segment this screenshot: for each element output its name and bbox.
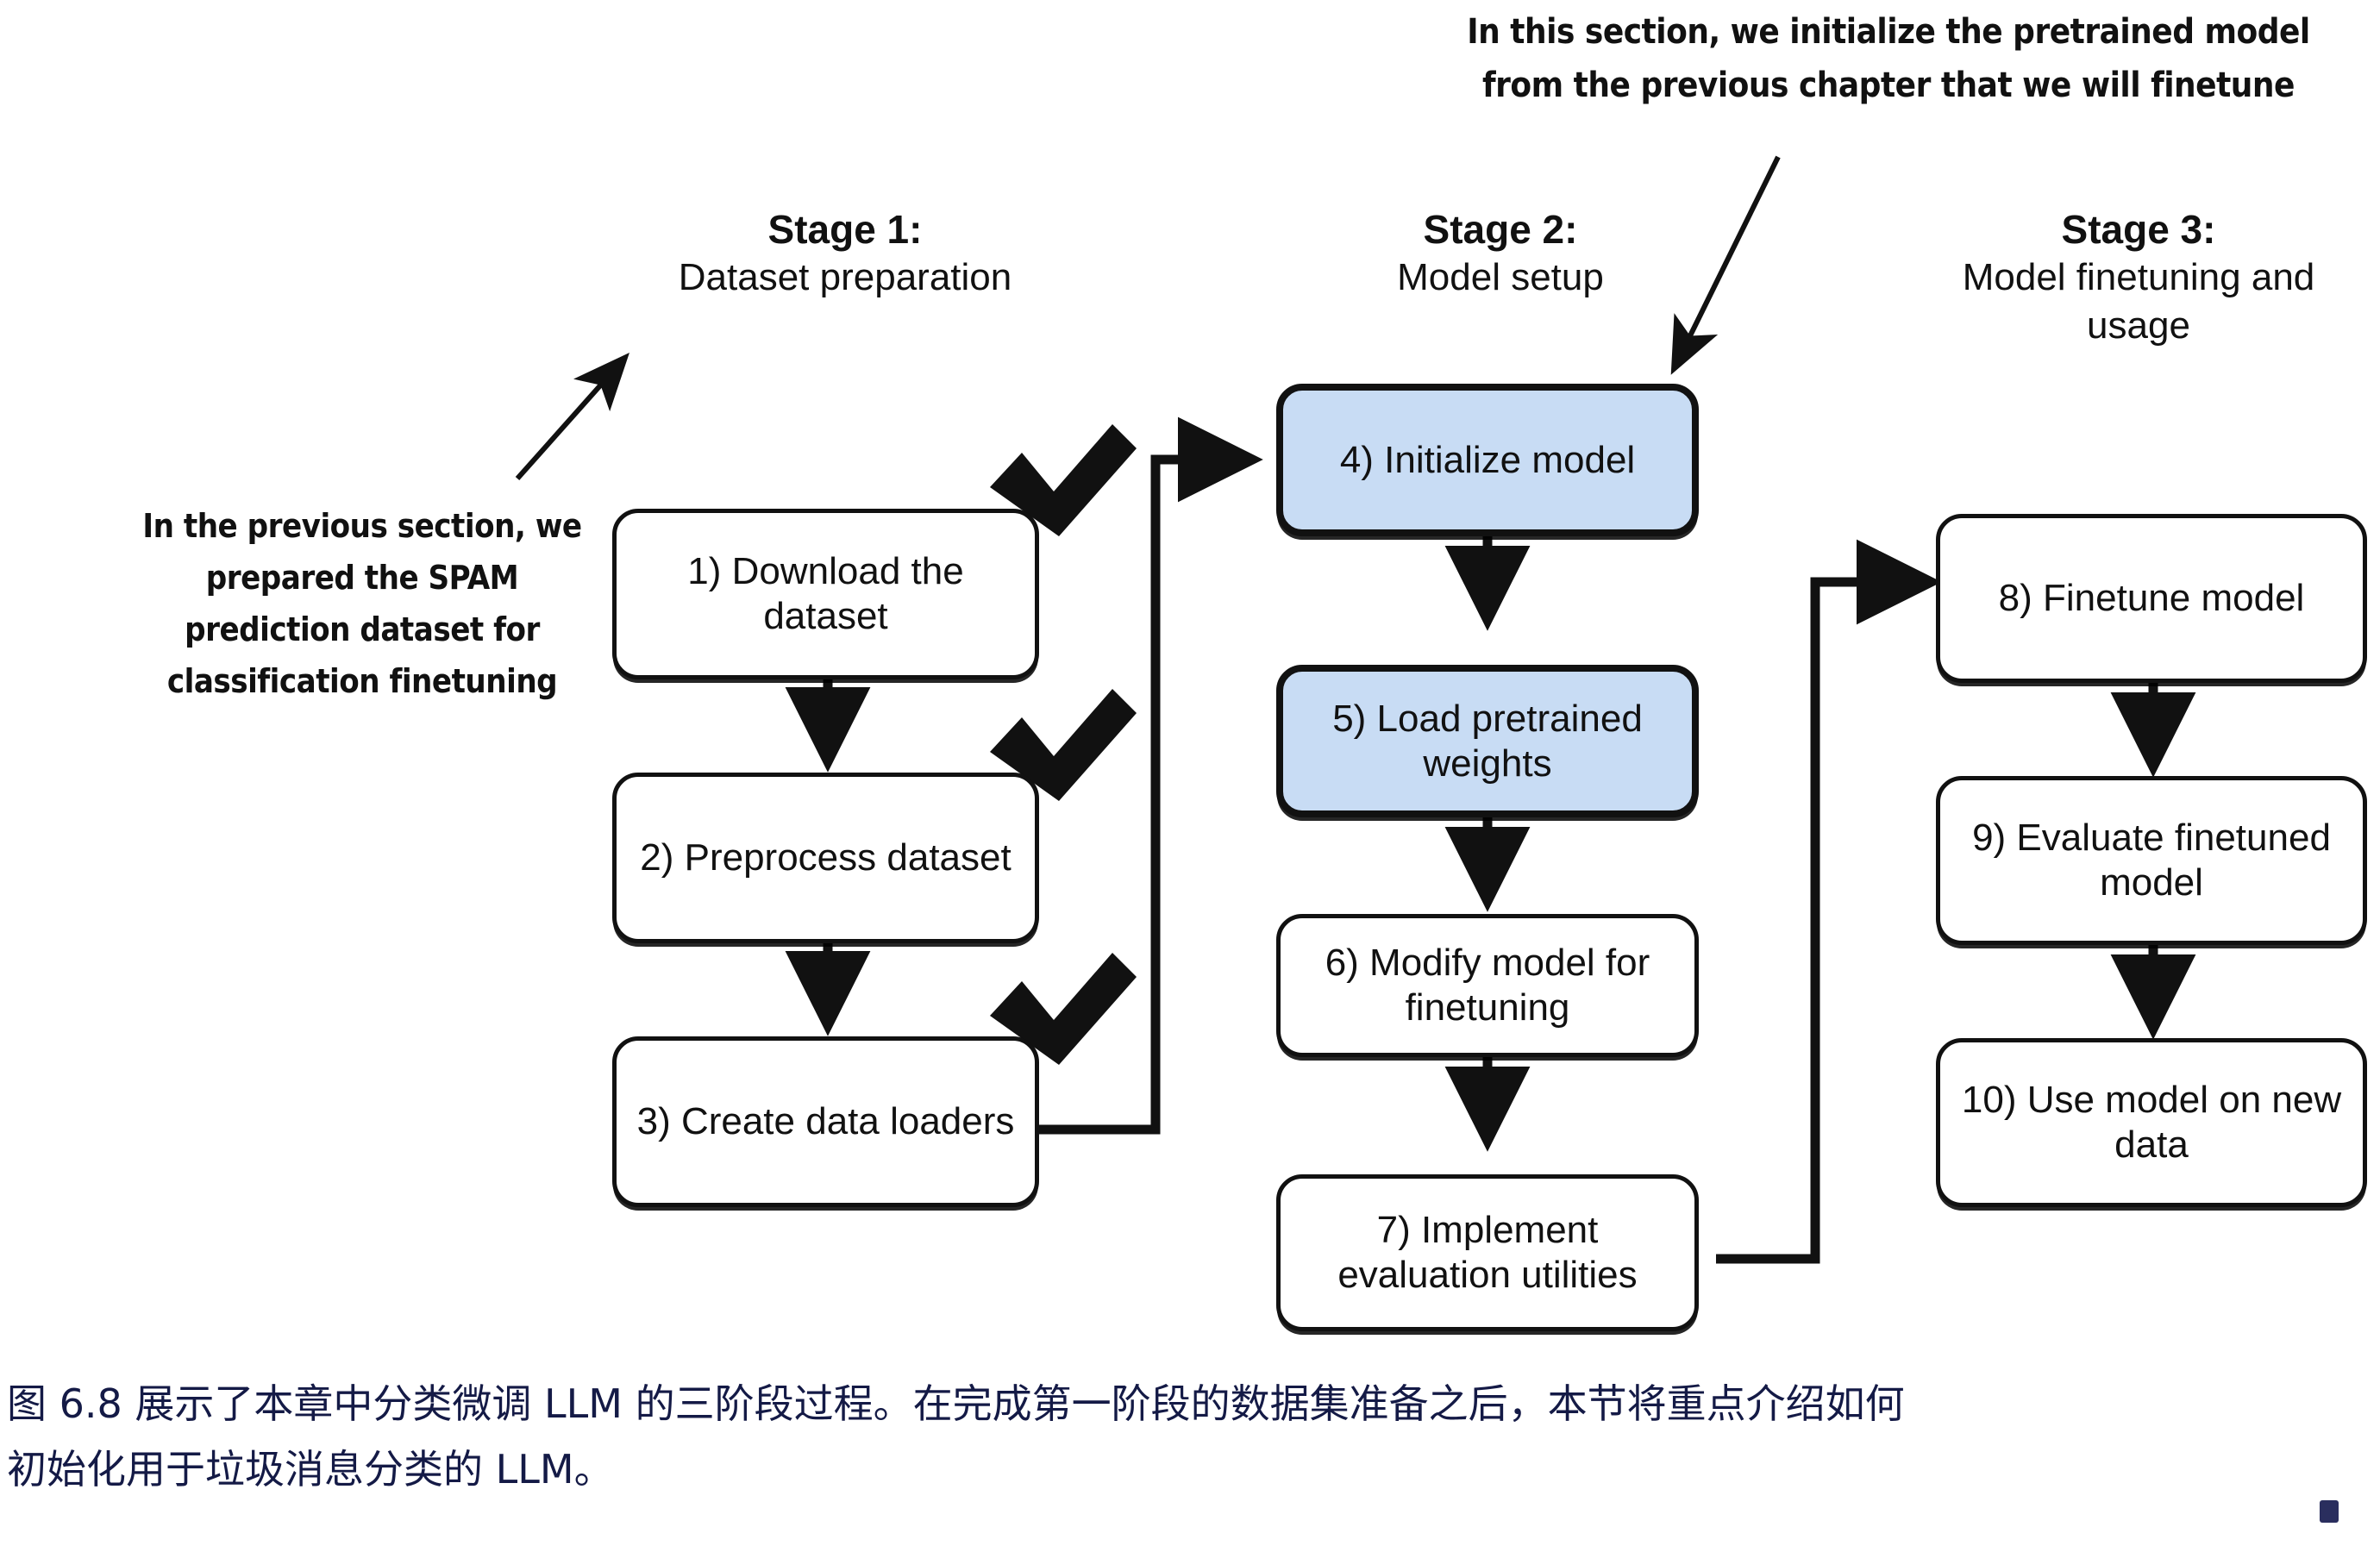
step-box-4-initialize-model[interactable]: 4) Initialize model bbox=[1276, 384, 1699, 536]
step-box-3-create-data-loaders[interactable]: 3) Create data loaders bbox=[612, 1036, 1039, 1207]
stage-3-label: Stage 3: bbox=[2061, 207, 2216, 252]
text-cursor-dot bbox=[2320, 1500, 2339, 1523]
step-box-6-modify-model[interactable]: 6) Modify model for finetuning bbox=[1276, 914, 1699, 1057]
stage-1-subtitle: Dataset preparation bbox=[678, 256, 1012, 298]
annotation-top-note: In this section, we initialize the pretr… bbox=[1467, 12, 2310, 105]
step-box-10-use-model-on-new-data[interactable]: 10) Use model on new data bbox=[1936, 1038, 2367, 1207]
step-box-9-evaluate-finetuned-model[interactable]: 9) Evaluate finetuned model bbox=[1936, 776, 2367, 945]
connector-stage2-stage3 bbox=[1716, 539, 1942, 1264]
step-box-7-evaluation-utilities[interactable]: 7) Implement evaluation utilities bbox=[1276, 1174, 1699, 1331]
annotation-left-note: In the previous section, we prepared the… bbox=[142, 507, 582, 700]
step-box-2-preprocess-dataset[interactable]: 2) Preprocess dataset bbox=[612, 773, 1039, 943]
step-box-5-load-pretrained-weights[interactable]: 5) Load pretrained weights bbox=[1276, 665, 1699, 817]
stage-2-heading: Stage 2: Model setup bbox=[1276, 205, 1725, 302]
stage-2-label: Stage 2: bbox=[1423, 207, 1578, 252]
step-box-1-download-dataset[interactable]: 1) Download the dataset bbox=[612, 509, 1039, 679]
caption-line-2: 初始化用于垃圾消息分类的 LLM。 bbox=[7, 1446, 614, 1493]
stage-1-heading: Stage 1: Dataset preparation bbox=[604, 205, 1087, 302]
connector-stage1-stage2 bbox=[1039, 416, 1263, 1135]
stage-2-subtitle: Model setup bbox=[1397, 256, 1604, 298]
annotation-arrow-top bbox=[1670, 155, 1781, 375]
annotation-arrow-left bbox=[515, 353, 629, 480]
stage-3-heading: Stage 3: Model finetuning and usage bbox=[1906, 205, 2371, 350]
step-box-8-finetune-model[interactable]: 8) Finetune model bbox=[1936, 514, 2367, 683]
check-icon-step2 bbox=[990, 689, 1137, 801]
figure-caption: 图 6.8 展示了本章中分类微调 LLM 的三阶段过程。在完成第一阶段的数据集准… bbox=[7, 1371, 2370, 1502]
stage-1-label: Stage 1: bbox=[767, 207, 923, 252]
stage-3-subtitle: Model finetuning and usage bbox=[1962, 256, 2315, 347]
caption-line-1: 图 6.8 展示了本章中分类微调 LLM 的三阶段过程。在完成第一阶段的数据集准… bbox=[7, 1380, 1905, 1427]
check-icon-step1 bbox=[990, 424, 1137, 536]
check-icon-step3 bbox=[990, 953, 1137, 1065]
